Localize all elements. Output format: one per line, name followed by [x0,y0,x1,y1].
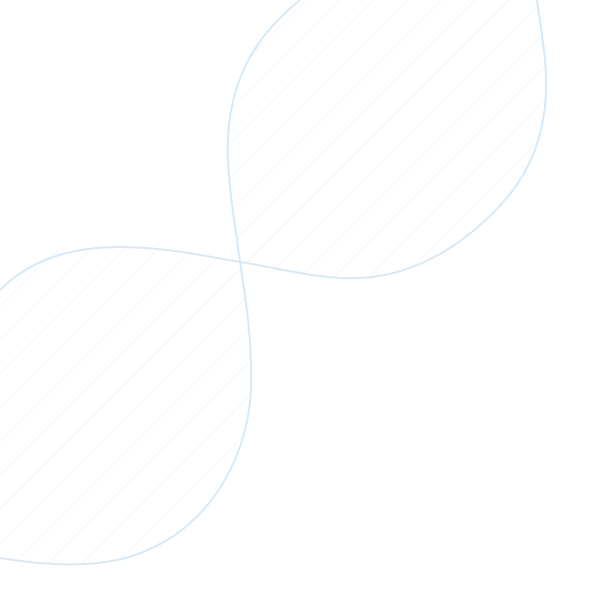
bottom-left-blob [0,245,253,566]
top-right-blob [226,0,548,280]
